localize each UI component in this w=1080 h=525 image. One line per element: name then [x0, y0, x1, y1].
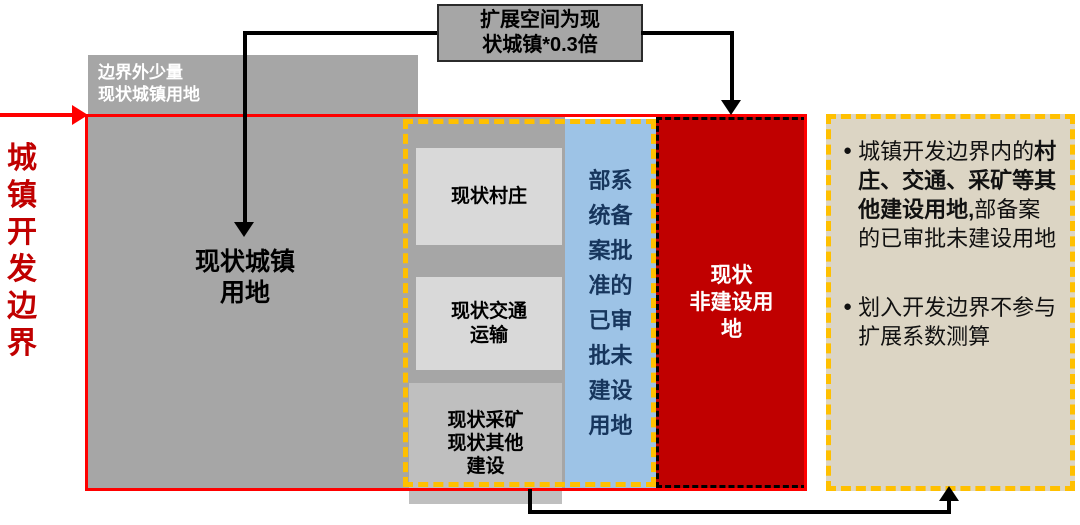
boundary-title: 城镇开发边界	[7, 142, 37, 360]
connector-right-horizontal	[641, 31, 734, 35]
urban-land-label: 现状城镇 用地	[194, 248, 295, 307]
transport-box: 现状交通 运输	[416, 277, 562, 370]
legend-bullet: ● 城镇开发边界内的村庄、交通、采矿等其他建设用地,部备案的已审批未建设用地	[843, 137, 1058, 253]
connector-left-horizontal	[245, 31, 437, 35]
boundary-arrow-right-icon	[72, 105, 88, 125]
arrow-down-icon	[721, 100, 741, 115]
bullet-icon: ●	[843, 142, 853, 159]
approved-unbuilt-strip: 部系统备案批准的已审批未建设用地	[565, 119, 656, 488]
expansion-note-box: 扩展空间为现 状城镇*0.3倍	[437, 4, 643, 62]
village-box: 现状村庄	[416, 148, 562, 245]
bottom-connector-right-vertical	[947, 498, 951, 514]
bullet-icon: ●	[843, 298, 853, 315]
legend-bullet-text: 城镇开发边界内的村庄、交通、采矿等其他建设用地,部备案的已审批未建设用地	[858, 139, 1057, 251]
non-construction-box: 现状 非建设用 地	[656, 117, 807, 488]
legend-bullet-text: 划入开发边界不参与扩展系数测算	[858, 295, 1057, 349]
bottom-connector-left-vertical	[528, 489, 532, 514]
connector-left-vertical	[243, 31, 247, 225]
outside-boundary-strip: 边界外少量 现状城镇用地	[88, 55, 418, 115]
outside-boundary-label: 边界外少量 现状城镇用地	[98, 63, 200, 104]
boundary-arrow-line	[0, 113, 74, 117]
mining-other-box: 现状采矿 现状其他 建设	[409, 383, 562, 504]
legend-panel: ● 城镇开发边界内的村庄、交通、采矿等其他建设用地,部备案的已审批未建设用地 ●…	[826, 114, 1075, 491]
legend-bullet: ● 划入开发边界不参与扩展系数测算	[843, 293, 1058, 351]
bottom-connector-horizontal	[528, 510, 951, 514]
arrow-up-icon	[939, 486, 959, 501]
approved-unbuilt-label: 部系统备案批准的已审批未建设用地	[588, 168, 633, 438]
arrow-down-icon	[234, 222, 254, 237]
connector-right-vertical	[730, 31, 734, 103]
